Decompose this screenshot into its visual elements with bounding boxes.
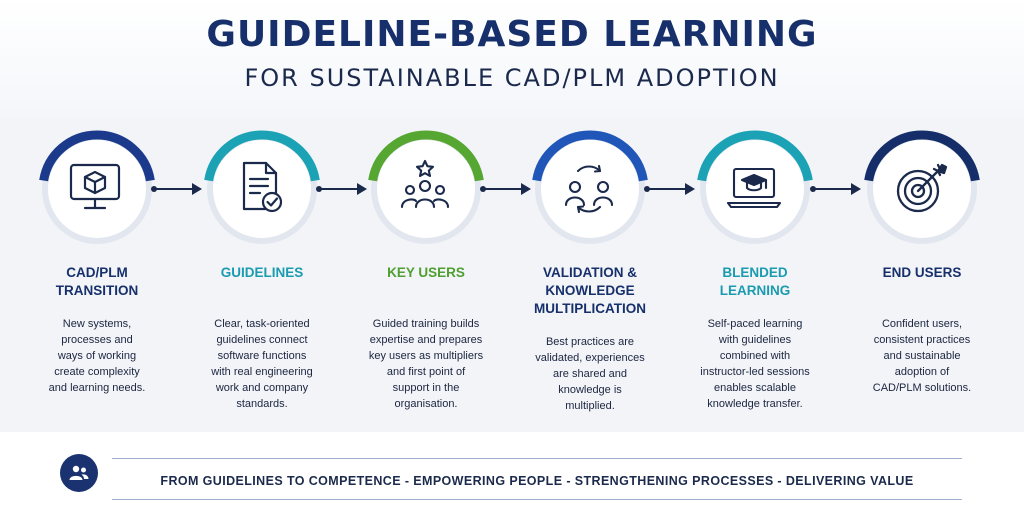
team-star-icon [394, 157, 458, 221]
footer-divider [112, 458, 962, 459]
stage-title: GUIDELINES [220, 265, 304, 280]
connector-arrow [151, 183, 202, 195]
people-exchange-icon [558, 157, 622, 221]
connector-arrow [644, 183, 695, 195]
monitor-cube-icon [65, 157, 129, 221]
stage-circle [863, 130, 981, 248]
ring-accent-arc [39, 130, 155, 182]
page-subtitle: FOR SUSTAINABLE CAD/PLM ADOPTION [244, 64, 780, 92]
page-title: GUIDELINE-BASED LEARNING [206, 14, 818, 55]
connector-arrow [810, 183, 861, 195]
stage-title: END USERS [882, 265, 962, 280]
stage-circle [38, 130, 156, 248]
stage-ring [204, 130, 320, 244]
laptop-graduation-icon [723, 157, 787, 221]
ring-disk [47, 139, 147, 239]
stage-circle [696, 130, 814, 248]
ring-accent-arc [864, 130, 980, 182]
ring-accent-arc [532, 130, 648, 182]
header: GUIDELINE-BASED LEARNING FOR SUSTAINABLE… [0, 0, 1024, 118]
stage-end-users: END USERS Confident users,consistent pra… [857, 130, 987, 430]
stage-ring [697, 130, 813, 244]
stage-title: KEY USERS [387, 265, 465, 280]
target-arrow-icon [890, 157, 954, 221]
ring-disk [540, 139, 640, 239]
stage-ring [532, 130, 648, 244]
document-check-icon [230, 157, 294, 221]
stage-ring [368, 130, 484, 244]
process-band [0, 118, 1024, 432]
connector-arrow [480, 183, 531, 195]
ring-accent-arc [697, 130, 813, 182]
ring-accent-arc [204, 130, 320, 182]
ring-disk [212, 139, 312, 239]
ring-disk [376, 139, 476, 239]
stage-circle [203, 130, 321, 248]
footer-divider [112, 499, 962, 500]
ring-accent-arc [368, 130, 484, 182]
connector-arrow [316, 183, 367, 195]
stage-circle [531, 130, 649, 248]
users-icon [60, 454, 98, 492]
footer-tagline: FROM GUIDELINES TO COMPETENCE - EMPOWERI… [160, 474, 914, 488]
stage-circle [367, 130, 485, 248]
ring-disk [872, 139, 972, 239]
ring-disk [705, 139, 805, 239]
